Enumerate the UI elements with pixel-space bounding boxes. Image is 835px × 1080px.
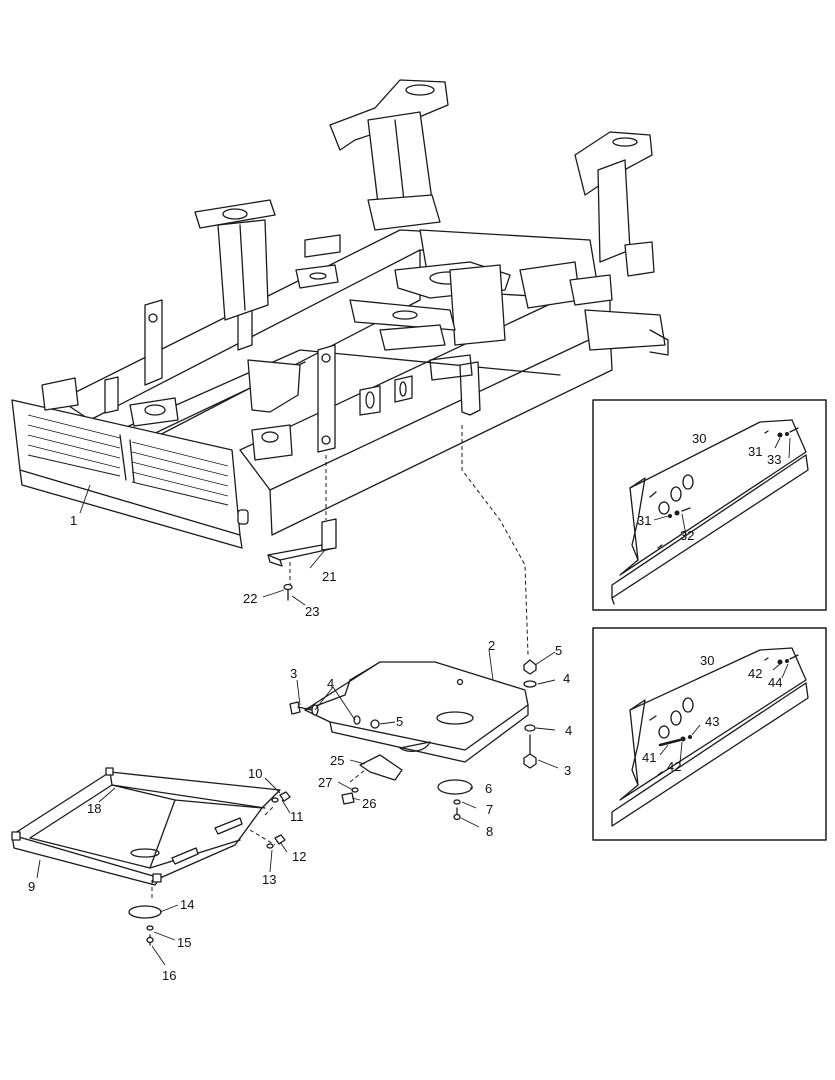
callout-21: 21 [322,569,336,584]
callout-3: 3 [564,763,571,778]
detail-callout-42: 42 [748,666,762,681]
callout-3: 3 [290,666,297,681]
cover-disc-6 [437,779,473,821]
callout-1: 1 [70,513,77,528]
leader-lines [36,484,559,966]
plate-fasteners-right [523,659,537,769]
tray-fasteners [266,791,291,849]
callout-26: 26 [362,796,376,811]
plate-fasteners-left [289,701,380,729]
callout-22: 22 [243,591,257,606]
detail-callout-42: 42 [667,759,681,774]
callout-4: 4 [565,723,572,738]
detail-callout-33: 33 [767,452,781,467]
callout-2: 2 [488,638,495,653]
callout-25: 25 [330,753,344,768]
callout-4: 4 [563,671,570,686]
cover-disc-14 [128,905,162,946]
callout-labels: 1 2 3 4 5 5 4 4 3 6 7 8 25 27 26 21 22 2… [28,513,572,983]
detail-view-bottom: 30 42 44 43 41 42 [592,627,827,841]
callout-12: 12 [292,849,306,864]
detail-callout-30: 30 [692,431,706,446]
detail-callout-31: 31 [637,513,651,528]
skid-plate [304,661,529,763]
callout-10: 10 [248,766,262,781]
callout-7: 7 [486,802,493,817]
callout-13: 13 [262,872,276,887]
callout-16: 16 [162,968,176,983]
callout-14: 14 [180,897,194,912]
tray-assembly [11,767,281,886]
detail-callout-43: 43 [705,714,719,729]
callout-27: 27 [318,775,332,790]
detail-callout-44: 44 [768,675,782,690]
detail-callout-31: 31 [748,444,762,459]
callout-6: 6 [485,781,492,796]
callout-9: 9 [28,879,35,894]
callout-5: 5 [555,643,562,658]
bolt-23 [283,583,293,601]
callout-8: 8 [486,824,493,839]
shield-bracket [349,754,403,783]
bolt-26 [341,787,359,805]
detail-callout-30: 30 [700,653,714,668]
callout-23: 23 [305,604,319,619]
callout-15: 15 [177,935,191,950]
callout-18: 18 [87,801,101,816]
callout-4: 4 [327,676,334,691]
detail-view-top: 30 31 33 31 32 [592,399,827,611]
main-frame [11,79,669,549]
callout-5: 5 [396,714,403,729]
detail-callout-32: 32 [680,528,694,543]
detail-callout-41: 41 [642,750,656,765]
callout-11: 11 [290,809,304,824]
mounting-bracket [267,518,337,567]
